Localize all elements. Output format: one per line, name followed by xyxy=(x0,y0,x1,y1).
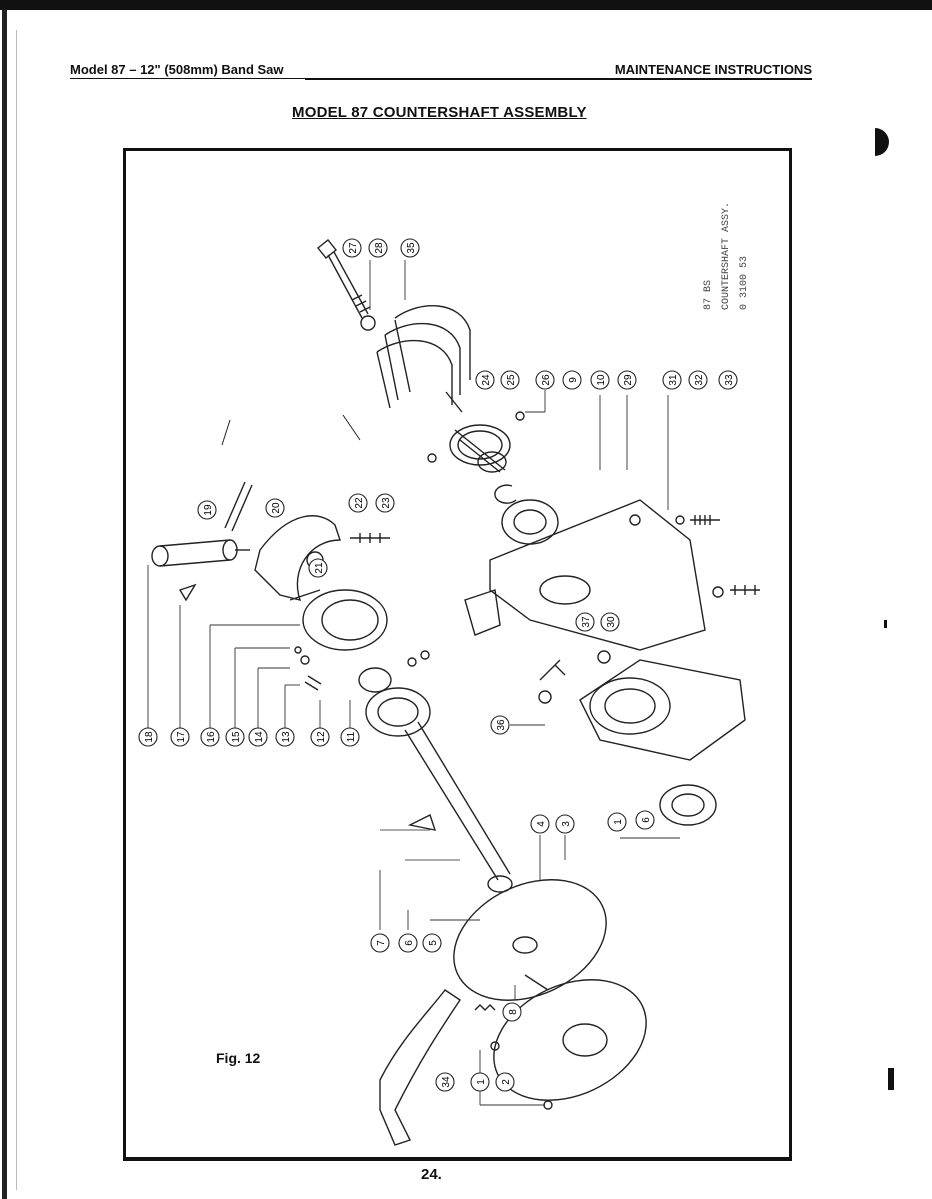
callout-25: 25 xyxy=(506,374,517,386)
callout-36: 36 xyxy=(496,719,507,731)
callout-27: 27 xyxy=(348,242,359,254)
top-border xyxy=(0,0,932,10)
callout-19: 19 xyxy=(203,504,214,516)
header-rule xyxy=(305,78,812,80)
figure-frame xyxy=(123,148,792,1161)
callout-17: 17 xyxy=(176,731,187,743)
callout-8: 8 xyxy=(508,1009,519,1015)
callout-3: 3 xyxy=(561,821,572,827)
header-model: Model 87 – 12" (508mm) Band Saw xyxy=(70,62,305,79)
callout-9: 9 xyxy=(568,377,579,383)
callout-4: 4 xyxy=(536,821,547,827)
scan-mark xyxy=(875,128,889,156)
callout-30: 30 xyxy=(606,616,617,628)
left-margin-line xyxy=(16,30,17,1190)
callout-21: 21 xyxy=(314,562,325,574)
callout-28: 28 xyxy=(374,242,385,254)
callout-2: 2 xyxy=(501,1079,512,1085)
callout-34: 34 xyxy=(441,1076,452,1088)
callout-7: 7 xyxy=(376,940,387,946)
callout-5: 5 xyxy=(428,940,439,946)
drawing-note-line: 87 BS xyxy=(703,280,714,310)
callout-20: 20 xyxy=(271,502,282,514)
callout-1-repeat: 1 xyxy=(476,1079,487,1085)
callout-33: 33 xyxy=(724,374,735,386)
callout-32: 32 xyxy=(694,374,705,386)
callout-12: 12 xyxy=(316,731,327,743)
callout-35: 35 xyxy=(406,242,417,254)
callout-37: 37 xyxy=(581,616,592,628)
callout-16: 16 xyxy=(206,731,217,743)
callout-29: 29 xyxy=(623,374,634,386)
callout-18: 18 xyxy=(144,731,155,743)
figure-label: Fig. 12 xyxy=(216,1050,261,1066)
callout-14: 14 xyxy=(254,731,265,743)
drawing-note-line: 0 3100 53 xyxy=(739,256,750,310)
left-binding-edge xyxy=(2,10,7,1199)
drawing-note-line: COUNTERSHAFT ASSY. xyxy=(721,202,732,310)
header-section: MAINTENANCE INSTRUCTIONS xyxy=(614,62,812,77)
callout-10: 10 xyxy=(596,374,607,386)
callout-6-repeat: 6 xyxy=(404,940,415,946)
page-number: 24. xyxy=(421,1166,442,1183)
callout-23: 23 xyxy=(381,497,392,509)
callout-6: 6 xyxy=(641,817,652,823)
callout-15: 15 xyxy=(231,731,242,743)
callout-1: 1 xyxy=(613,819,624,825)
callout-31: 31 xyxy=(668,374,679,386)
callout-11: 11 xyxy=(346,731,357,742)
callout-13: 13 xyxy=(281,731,292,743)
callout-24: 24 xyxy=(481,374,492,386)
scan-mark xyxy=(888,1068,894,1090)
scan-mark xyxy=(884,620,887,628)
callout-22: 22 xyxy=(354,497,365,509)
page-title: MODEL 87 COUNTERSHAFT ASSEMBLY xyxy=(292,104,587,121)
callout-26: 26 xyxy=(541,374,552,386)
